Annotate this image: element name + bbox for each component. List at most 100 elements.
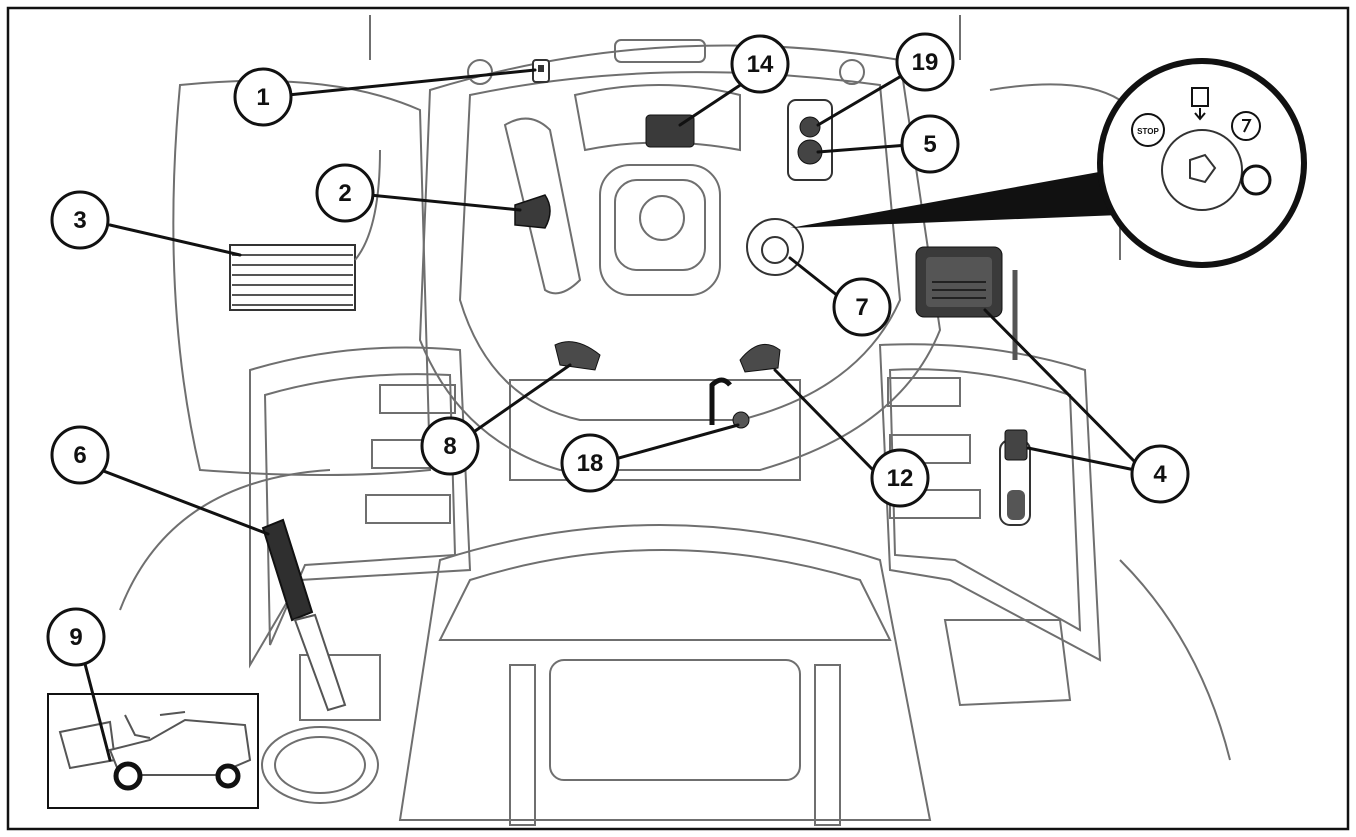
callout-9: 9 <box>46 607 106 667</box>
drive-pedal-ribs <box>932 281 986 299</box>
pedal-ribs <box>232 254 353 306</box>
callout-circle <box>315 163 375 223</box>
callout-circle <box>832 277 892 337</box>
right-footrest-slat-2 <box>889 434 971 464</box>
callout-18: 18 <box>560 433 620 493</box>
height-slot <box>299 654 381 721</box>
seat-cushion <box>549 659 801 781</box>
callout-number: 8 <box>443 433 456 460</box>
seat-rail-right <box>814 664 841 826</box>
callout-6: 6 <box>50 425 110 485</box>
callout-circle <box>870 448 930 508</box>
rear-wheel-icon <box>113 761 143 791</box>
callout-number: 2 <box>338 180 351 207</box>
callout-circle <box>1130 444 1190 504</box>
callout-8: 8 <box>420 416 480 476</box>
callout-circle <box>420 416 480 476</box>
callout-number: 12 <box>887 465 914 492</box>
callout-3: 3 <box>50 190 110 250</box>
callout-circle <box>50 190 110 250</box>
mower-blade-icon <box>1191 87 1209 107</box>
steering-hub <box>599 164 721 296</box>
left-footrest-slat-1 <box>379 384 456 414</box>
callout-number: 18 <box>577 450 604 477</box>
callout-5: 5 <box>900 114 960 174</box>
steering-hub-cap <box>639 195 685 241</box>
cutting-height-lever-grip <box>261 518 314 622</box>
callout-4: 4 <box>1130 444 1190 504</box>
reverse-lever <box>1004 429 1028 461</box>
pedal-arm <box>354 149 381 261</box>
throttle-slot <box>503 117 582 295</box>
callout-14: 14 <box>730 34 790 94</box>
callout-2: 2 <box>315 163 375 223</box>
callout-number: 3 <box>73 207 86 234</box>
seat-icon <box>124 714 151 739</box>
hood-edges <box>369 15 961 60</box>
steering-icon <box>159 711 186 716</box>
cruise-button <box>799 116 821 138</box>
center-tunnel <box>509 379 801 481</box>
right-lever <box>739 343 781 373</box>
leader-lines <box>76 68 1137 762</box>
callout-number: 9 <box>69 624 82 651</box>
right-rear-tire <box>989 83 1121 260</box>
right-footrest-inner <box>888 368 1082 632</box>
left-dash-knob <box>467 59 493 85</box>
light-switch-toggle <box>538 65 544 72</box>
stop-label: STOP <box>1137 127 1159 136</box>
start-icon <box>1240 164 1272 196</box>
right-storage <box>943 619 1072 707</box>
seat <box>398 524 932 821</box>
throttle-lever <box>514 194 551 229</box>
callout-12: 12 <box>870 448 930 508</box>
ignition-keyhole <box>761 236 789 264</box>
ignition-detail-pointer <box>790 170 1120 228</box>
right-front-fender <box>1119 559 1231 761</box>
down-arrow-icon <box>1194 108 1206 121</box>
callout-number: 5 <box>923 131 936 158</box>
callout-number: 4 <box>1153 461 1167 488</box>
callout-number: 1 <box>256 84 269 111</box>
seat-rail-left <box>509 664 536 826</box>
side-view-inset <box>47 693 259 809</box>
dashboard-inner <box>458 71 902 421</box>
callout-number: 19 <box>912 49 939 76</box>
callout-1: 1 <box>233 67 293 127</box>
fuel-valve-rod <box>709 377 732 425</box>
callout-circle <box>46 607 106 667</box>
run-icon-mark <box>1242 119 1252 133</box>
front-wheel-icon <box>215 763 241 789</box>
callout-7: 7 <box>832 277 892 337</box>
callout-number: 14 <box>747 51 774 78</box>
stop-icon <box>1131 113 1165 147</box>
callout-circle <box>895 32 955 92</box>
dashboard-panel <box>418 44 942 471</box>
left-lever <box>554 341 601 371</box>
callout-19: 19 <box>895 32 955 92</box>
right-dash-knob <box>839 59 865 85</box>
left-front-fender <box>119 469 331 611</box>
ignition-detail-keyslot <box>1189 153 1217 184</box>
right-footrest-slat-1 <box>887 377 961 407</box>
left-rear-tire <box>172 79 432 476</box>
component-details <box>229 59 1031 712</box>
left-footrest-inner <box>263 373 457 646</box>
cup-holder-inner <box>274 736 366 794</box>
callout-circle <box>730 34 790 94</box>
left-footrest-slat-3 <box>365 494 451 524</box>
callout-number: 6 <box>73 442 86 469</box>
reverse-lever-base <box>1007 490 1025 520</box>
cutting-height-lever-shaft <box>293 613 347 712</box>
seat-front <box>438 549 892 641</box>
callout-number: 7 <box>855 294 868 321</box>
ignition-detail: STOP <box>790 58 1307 268</box>
callout-circle <box>233 67 293 127</box>
steering-hub-inner <box>614 179 706 271</box>
steering-grip-top <box>614 39 706 63</box>
callout-circle <box>50 425 110 485</box>
cup-holder <box>261 726 379 804</box>
